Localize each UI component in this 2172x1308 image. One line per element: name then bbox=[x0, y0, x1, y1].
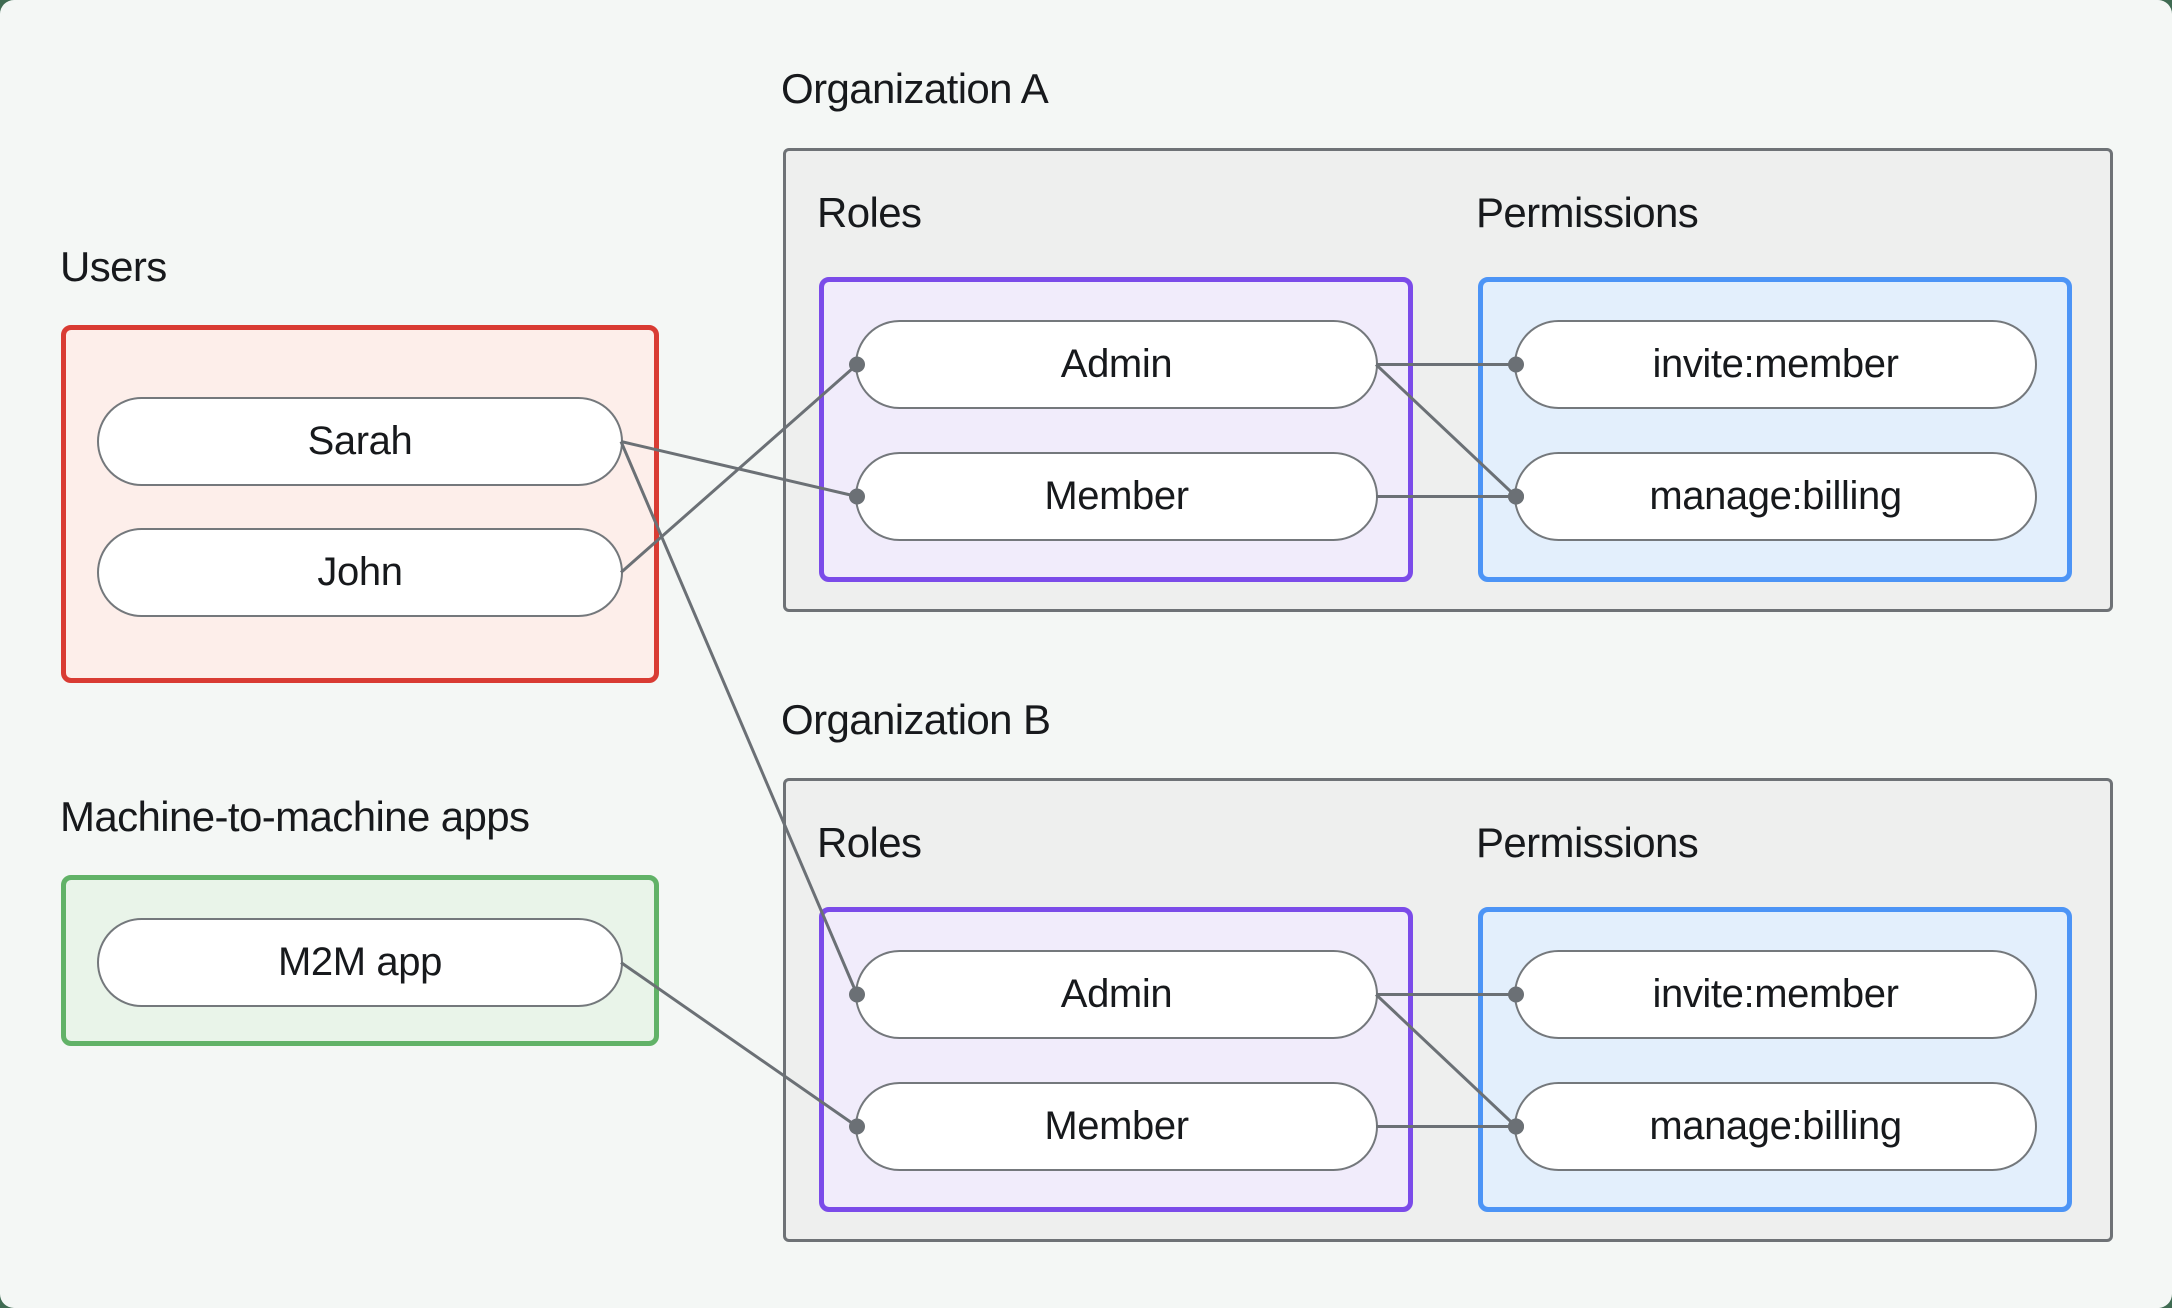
users-group-box bbox=[61, 325, 659, 683]
org-a-role-member-node: Member bbox=[855, 452, 1378, 541]
org-b-role-member-node: Member bbox=[855, 1082, 1378, 1171]
org-b-roles-label: Roles bbox=[817, 819, 922, 866]
org-b-perm-manage-billing-node: manage:billing bbox=[1514, 1082, 2037, 1171]
users-section-title: Users bbox=[60, 243, 167, 290]
org-a-perm-manage-billing-node: manage:billing bbox=[1514, 452, 2037, 541]
org-a-role-admin-node: Admin bbox=[855, 320, 1378, 409]
user-node-john: John bbox=[97, 528, 623, 617]
org-b-permissions-label: Permissions bbox=[1476, 819, 1699, 866]
org-b-role-admin-node: Admin bbox=[855, 950, 1378, 1039]
org-a-permissions-label: Permissions bbox=[1476, 189, 1699, 236]
org-a-title: Organization A bbox=[781, 65, 1049, 112]
org-a-perm-invite-member-node: invite:member bbox=[1514, 320, 2037, 409]
user-node-sarah: Sarah bbox=[97, 397, 623, 486]
org-b-title: Organization B bbox=[781, 696, 1051, 743]
org-a-roles-label: Roles bbox=[817, 189, 922, 236]
org-b-perm-invite-member-node: invite:member bbox=[1514, 950, 2037, 1039]
m2m-section-title: Machine-to-machine apps bbox=[60, 793, 530, 840]
m2m-app-node: M2M app bbox=[97, 918, 623, 1007]
